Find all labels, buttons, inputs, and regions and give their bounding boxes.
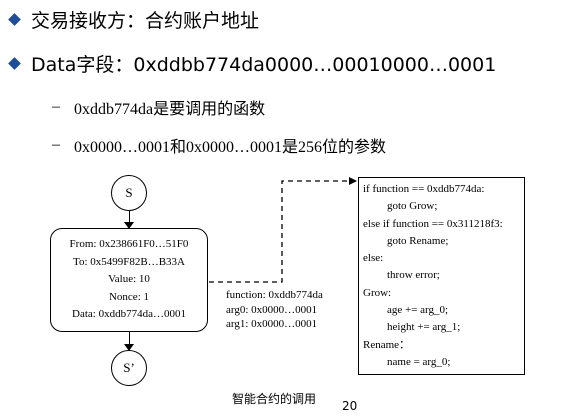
call-arg1: arg1: 0x0000…0001 bbox=[226, 318, 318, 330]
code-line: if function == 0xddb774da: bbox=[363, 183, 485, 195]
transaction-box: From: 0x238661F0…51F0 To: 0x5499F82B…B33… bbox=[50, 228, 208, 332]
sub-bullet-function: – 0xddb774da是要调用的函数 bbox=[52, 95, 265, 119]
state-start-node: S bbox=[111, 175, 147, 211]
page-number: 20 bbox=[342, 399, 358, 413]
tx-to: To: 0x5499F82B…B33A bbox=[73, 255, 185, 268]
arrowhead-down-icon bbox=[124, 222, 134, 229]
tx-value: Value: 10 bbox=[108, 273, 150, 286]
code-line: goto Rename; bbox=[387, 234, 449, 247]
code-line: goto Grow; bbox=[387, 200, 438, 213]
diagram-caption: 智能合约的调用 bbox=[232, 392, 317, 406]
arrow-line-down bbox=[128, 332, 130, 347]
dash-marker: – bbox=[52, 136, 60, 153]
bullet-data-field-text: Data字段：0xddbb774da0000…00010000…0001 bbox=[31, 54, 497, 76]
arrowhead-down-icon bbox=[124, 344, 134, 351]
code-line: else if function == 0x311218f3: bbox=[363, 217, 503, 230]
sub-bullet-args: – 0x0000…0001和0x0000…0001是256位的参数 bbox=[52, 133, 386, 157]
code-line: Grow: bbox=[363, 286, 392, 299]
call-info: function: 0xddb774da arg0: 0x0000…0001 a… bbox=[226, 288, 323, 332]
code-line: else: bbox=[363, 252, 384, 265]
call-function: function: 0xddb774da bbox=[226, 289, 323, 301]
arrow-line-down bbox=[128, 211, 130, 228]
contract-code-box: if function == 0xddb774da: goto Grow; el… bbox=[358, 177, 525, 375]
code-line: Rename： bbox=[363, 338, 411, 351]
bullet-receiver: 交易接收方：合约账户地址 bbox=[8, 6, 260, 33]
code-line: age += arg_0; bbox=[387, 304, 449, 317]
dash-marker: – bbox=[52, 98, 60, 115]
tx-nonce: Nonce: 1 bbox=[108, 290, 149, 303]
call-arg0: arg0: 0x0000…0001 bbox=[226, 303, 318, 316]
sub-bullet-function-text: 0xddb774da是要调用的函数 bbox=[74, 101, 266, 118]
tx-from: From: 0x238661F0…51F0 bbox=[69, 238, 189, 251]
tx-data: Data: 0xddb774da…0001 bbox=[72, 308, 186, 321]
code-line: name = arg_0; bbox=[387, 355, 451, 368]
code-line: throw error; bbox=[387, 269, 440, 282]
sub-bullet-args-text: 0x0000…0001和0x0000…0001是256位的参数 bbox=[74, 139, 387, 156]
code-line: height += arg_1; bbox=[387, 321, 461, 334]
bullet-receiver-text: 交易接收方：合约账户地址 bbox=[31, 10, 260, 32]
bullet-data-field: Data字段：0xddbb774da0000…00010000…0001 bbox=[8, 50, 497, 77]
state-end-node: S’ bbox=[111, 350, 147, 386]
